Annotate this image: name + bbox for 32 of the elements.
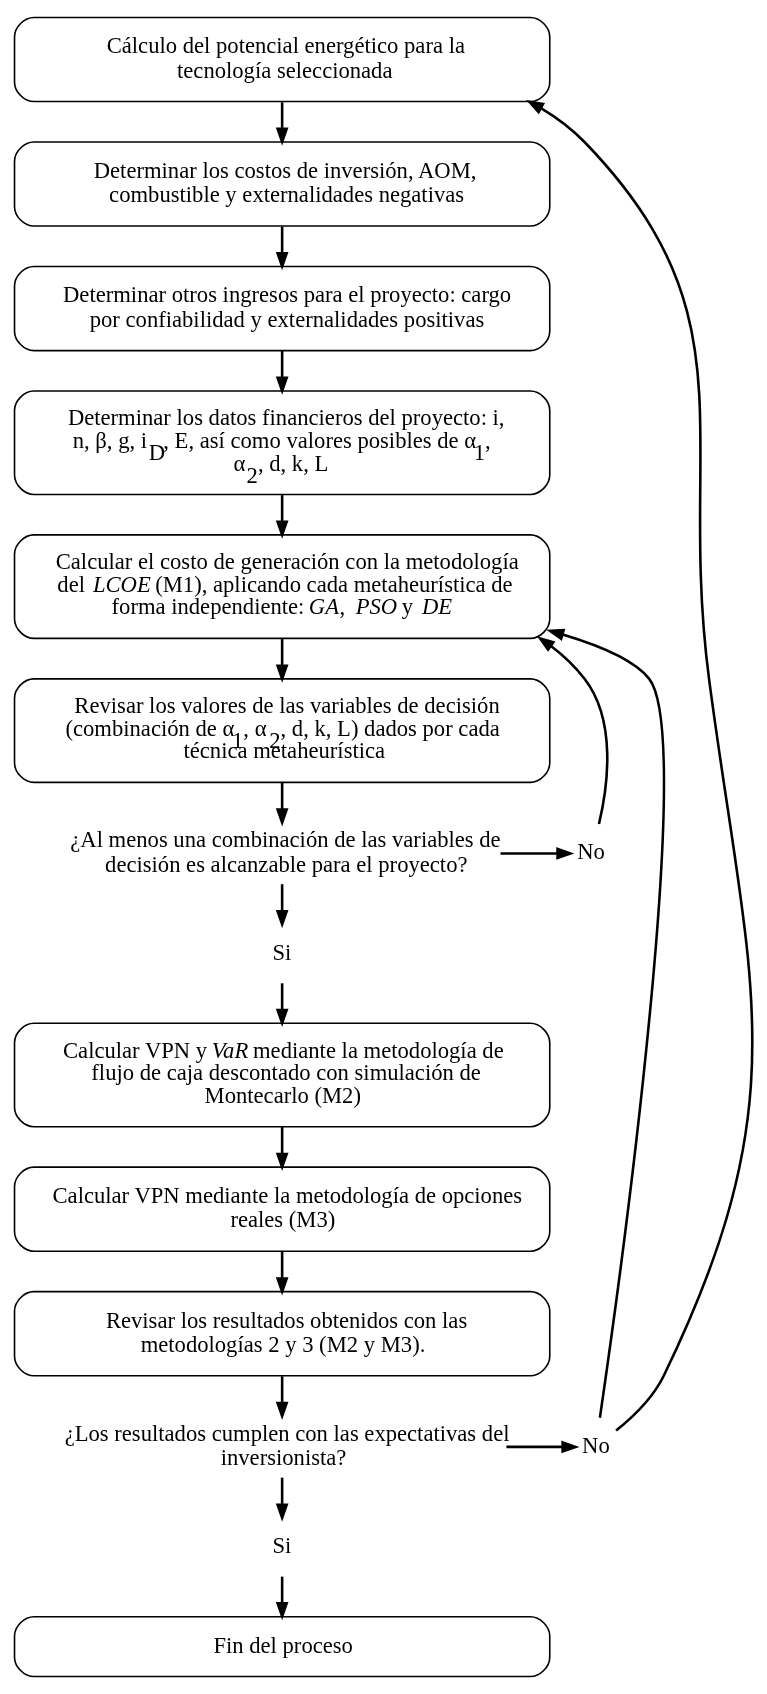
arrow [275,782,289,827]
node-box: Determinar otros ingresos para el proyecto: cargo por confiabilidad y externalidades positivas [13,265,551,352]
arrow [275,495,289,539]
arrow [275,884,289,929]
arrow [275,983,289,1027]
arrow [500,847,575,860]
arrow [536,636,609,825]
node-box: Calcular el costo de generación con la metodología del LCOE (M1), aplicando cada metaheurística de forma independiente: GA, PSO y DE [13,534,551,640]
node-text: ¿Los resultados cumplen con las expectativas del inversionista? [64,1420,510,1471]
arrow [275,1477,289,1522]
node-text: No [582,1432,610,1458]
arrow [275,639,289,683]
arrow [506,1440,580,1454]
node-box: Calcular VPN mediante la metodología de opciones reales (M3) [13,1166,551,1253]
node-text: Si [272,939,292,965]
node-text: ¿Al menos una combinación de las variables de decisión es alcanzable para el proyecto? [70,827,501,877]
arrow [275,350,289,395]
node-box: Fin del proceso [13,1615,551,1678]
node-text: Si [272,1533,292,1559]
arrow [546,628,665,1418]
arrow [526,99,754,1432]
node-box: Revisar los resultados obtenidos con las metodologías 2 y 3 (M2 y M3). [13,1290,551,1377]
arrow [275,1576,289,1621]
arrow [275,1376,289,1420]
arrow [275,102,289,146]
node-text: No [577,839,605,865]
arrow [275,226,289,271]
arrow [275,1126,289,1171]
node-box: Determinar los costos de inversión, AOM, combustible y externalidades negativas [13,141,551,227]
node-box: Cálculo del potencial energético para la tecnología seleccionada [13,16,551,103]
node-box: Calcular VPN y VaR mediante la metodología de flujo de caja descontado con simulación de Montecarlo (M2) [13,1022,551,1128]
arrow [275,1251,289,1296]
